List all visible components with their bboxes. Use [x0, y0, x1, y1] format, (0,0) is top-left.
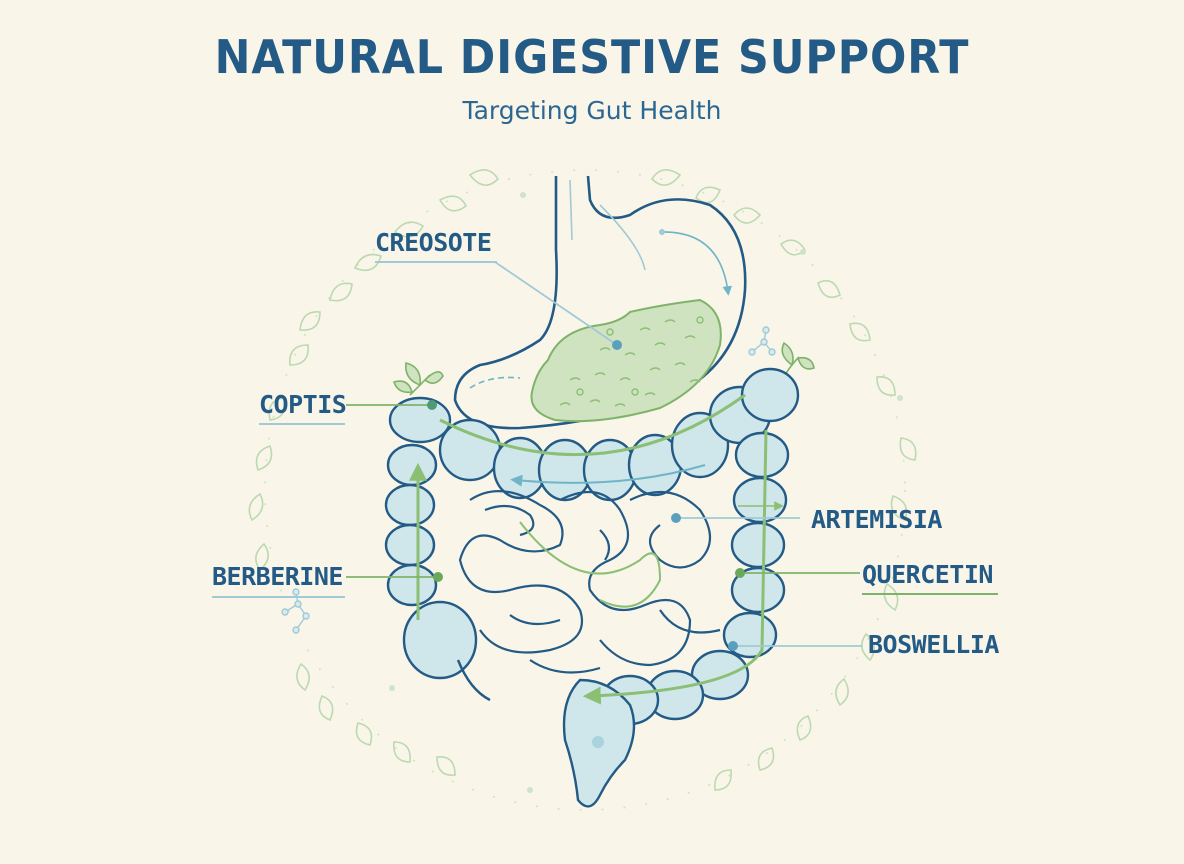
- flow-arrow: [510, 464, 706, 487]
- page-title: NATURAL DIGESTIVE SUPPORT: [214, 30, 970, 84]
- label-dots: [427, 340, 745, 651]
- stomach: [453, 175, 747, 430]
- flow-arrow: [519, 521, 662, 608]
- large-intestine: [384, 367, 800, 808]
- label-boswellia: BOSWELLIA: [868, 630, 999, 659]
- molecule-icon: [748, 326, 776, 356]
- molecule-icon: [281, 588, 310, 634]
- label-underline: [212, 596, 345, 598]
- leaf-wreath: [248, 169, 917, 811]
- label-creosote: CREOSOTE: [375, 228, 492, 257]
- sprig-icon: [781, 341, 815, 376]
- label-underline: [375, 261, 497, 263]
- label-coptis: COPTIS: [259, 390, 347, 419]
- label-underline: [862, 593, 998, 595]
- label-berberine: BERBERINE: [212, 562, 343, 591]
- label-artemisia: ARTEMISIA: [811, 505, 942, 534]
- small-intestine: [458, 490, 721, 674]
- page-subtitle: Targeting Gut Health: [462, 96, 722, 125]
- flow-arrow: [582, 429, 768, 705]
- label-underline: [259, 423, 345, 425]
- sprig-icon: [392, 362, 444, 396]
- leaf-icon: [248, 169, 917, 791]
- flow-arrow: [439, 393, 746, 457]
- label-quercetin: QUERCETIN: [862, 560, 993, 589]
